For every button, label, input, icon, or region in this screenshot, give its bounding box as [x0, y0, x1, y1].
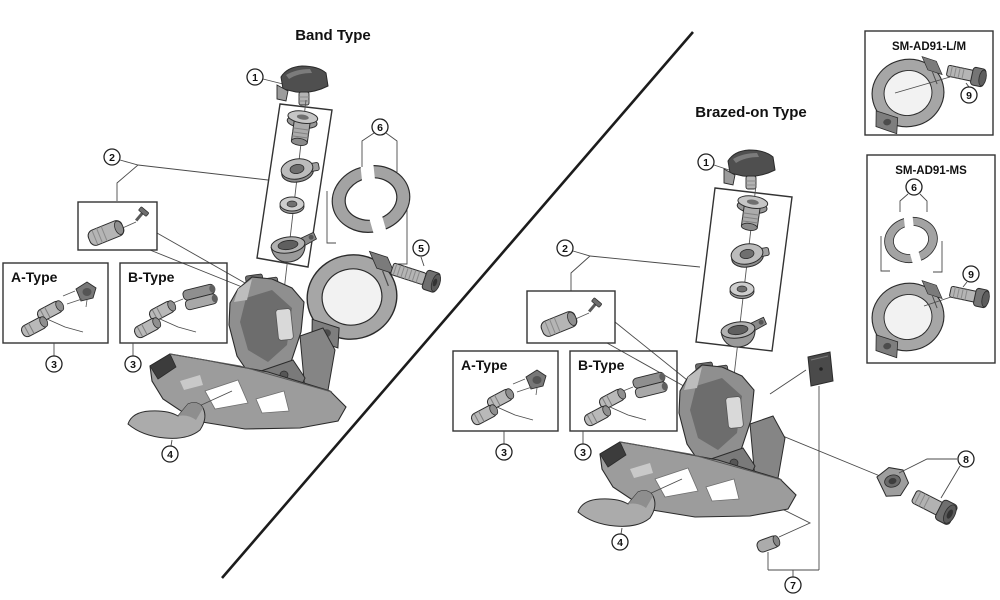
clamp-bolt-9: [948, 282, 992, 309]
leader-line: [156, 232, 253, 288]
brazed-on-type-title: Brazed-on Type: [695, 104, 806, 121]
cover-cap: [723, 149, 776, 190]
leader-line: [923, 296, 952, 307]
clamp-bolt-5: 5: [390, 239, 442, 293]
part-callout-2: 2: [103, 148, 269, 201]
band-clamp: [861, 274, 954, 363]
adjust-bolt-set: [85, 206, 150, 248]
sm-ad91-ms-box: SM-AD91-MS 6 9: [861, 154, 996, 364]
stack-frame: [256, 103, 333, 268]
adjust-bolt-box: [77, 201, 158, 251]
mount-bolt: [911, 490, 958, 525]
mount-nut: [876, 467, 910, 497]
shim-bracket-right: [933, 241, 943, 273]
svg-text:9: 9: [968, 269, 974, 281]
a-type-box: [3, 263, 108, 372]
band-type-title: Band Type: [295, 27, 371, 44]
part-callout-1: 1: [697, 153, 730, 171]
svg-text:7: 7: [790, 580, 796, 592]
part-callout-9: 9: [962, 265, 980, 288]
stack-frame: [695, 187, 793, 352]
leader-line: [769, 369, 807, 395]
cover-cap: [276, 65, 329, 106]
band-type-diagram: Band Type 1 2 6: [3, 27, 442, 463]
mount-nut-bolt-8: 8: [876, 450, 975, 525]
adjust-bolt-box: [526, 290, 616, 344]
pin-part-7: 7: [756, 535, 819, 594]
sm-ad91-ms-frame: [866, 154, 996, 364]
svg-text:1: 1: [703, 157, 709, 169]
sm-ad91-lm-box: SM-AD91-L/M 9: [861, 30, 994, 139]
svg-text:1: 1: [252, 72, 258, 84]
part-callout-2: 2: [556, 239, 701, 291]
sm-ad91-lm-frame: [864, 30, 994, 136]
svg-text:2: 2: [109, 152, 115, 164]
svg-text:9: 9: [966, 90, 972, 102]
part-callout-1: 1: [246, 68, 284, 86]
backup-plate-7: [807, 351, 834, 387]
svg-text:6: 6: [377, 122, 383, 134]
sm-ad91-lm-title: SM-AD91-L/M: [892, 41, 966, 53]
band-adapter-shims: [879, 209, 943, 271]
shim-bracket-right: [398, 207, 408, 265]
support-bolt-stack: [269, 99, 322, 292]
section-divider-line: [221, 31, 694, 579]
part-callout-8: 8: [957, 450, 975, 468]
shim-bracket-left: [880, 236, 890, 272]
derailleur-assembly: [577, 361, 797, 551]
svg-text:8: 8: [963, 454, 969, 466]
part-callout-9: 9: [960, 82, 978, 104]
svg-text:2: 2: [562, 243, 568, 255]
adjust-bolt-set: [538, 297, 603, 339]
part-callout-6: 6: [899, 178, 928, 212]
leader-line: [894, 76, 951, 94]
part-callout-7: 7: [784, 576, 802, 594]
part-callout-6: 6: [361, 118, 398, 172]
brazed-on-type-diagram: Brazed-on Type 1 2: [453, 104, 975, 594]
svg-text:6: 6: [911, 182, 917, 194]
band-clamp: [861, 50, 954, 139]
sm-ad91-ms-title: SM-AD91-MS: [895, 165, 967, 177]
shim-bracket-left: [326, 191, 336, 244]
band-adapter-shims: [324, 154, 418, 244]
a-type-box: [453, 351, 558, 460]
svg-text:5: 5: [418, 243, 424, 255]
